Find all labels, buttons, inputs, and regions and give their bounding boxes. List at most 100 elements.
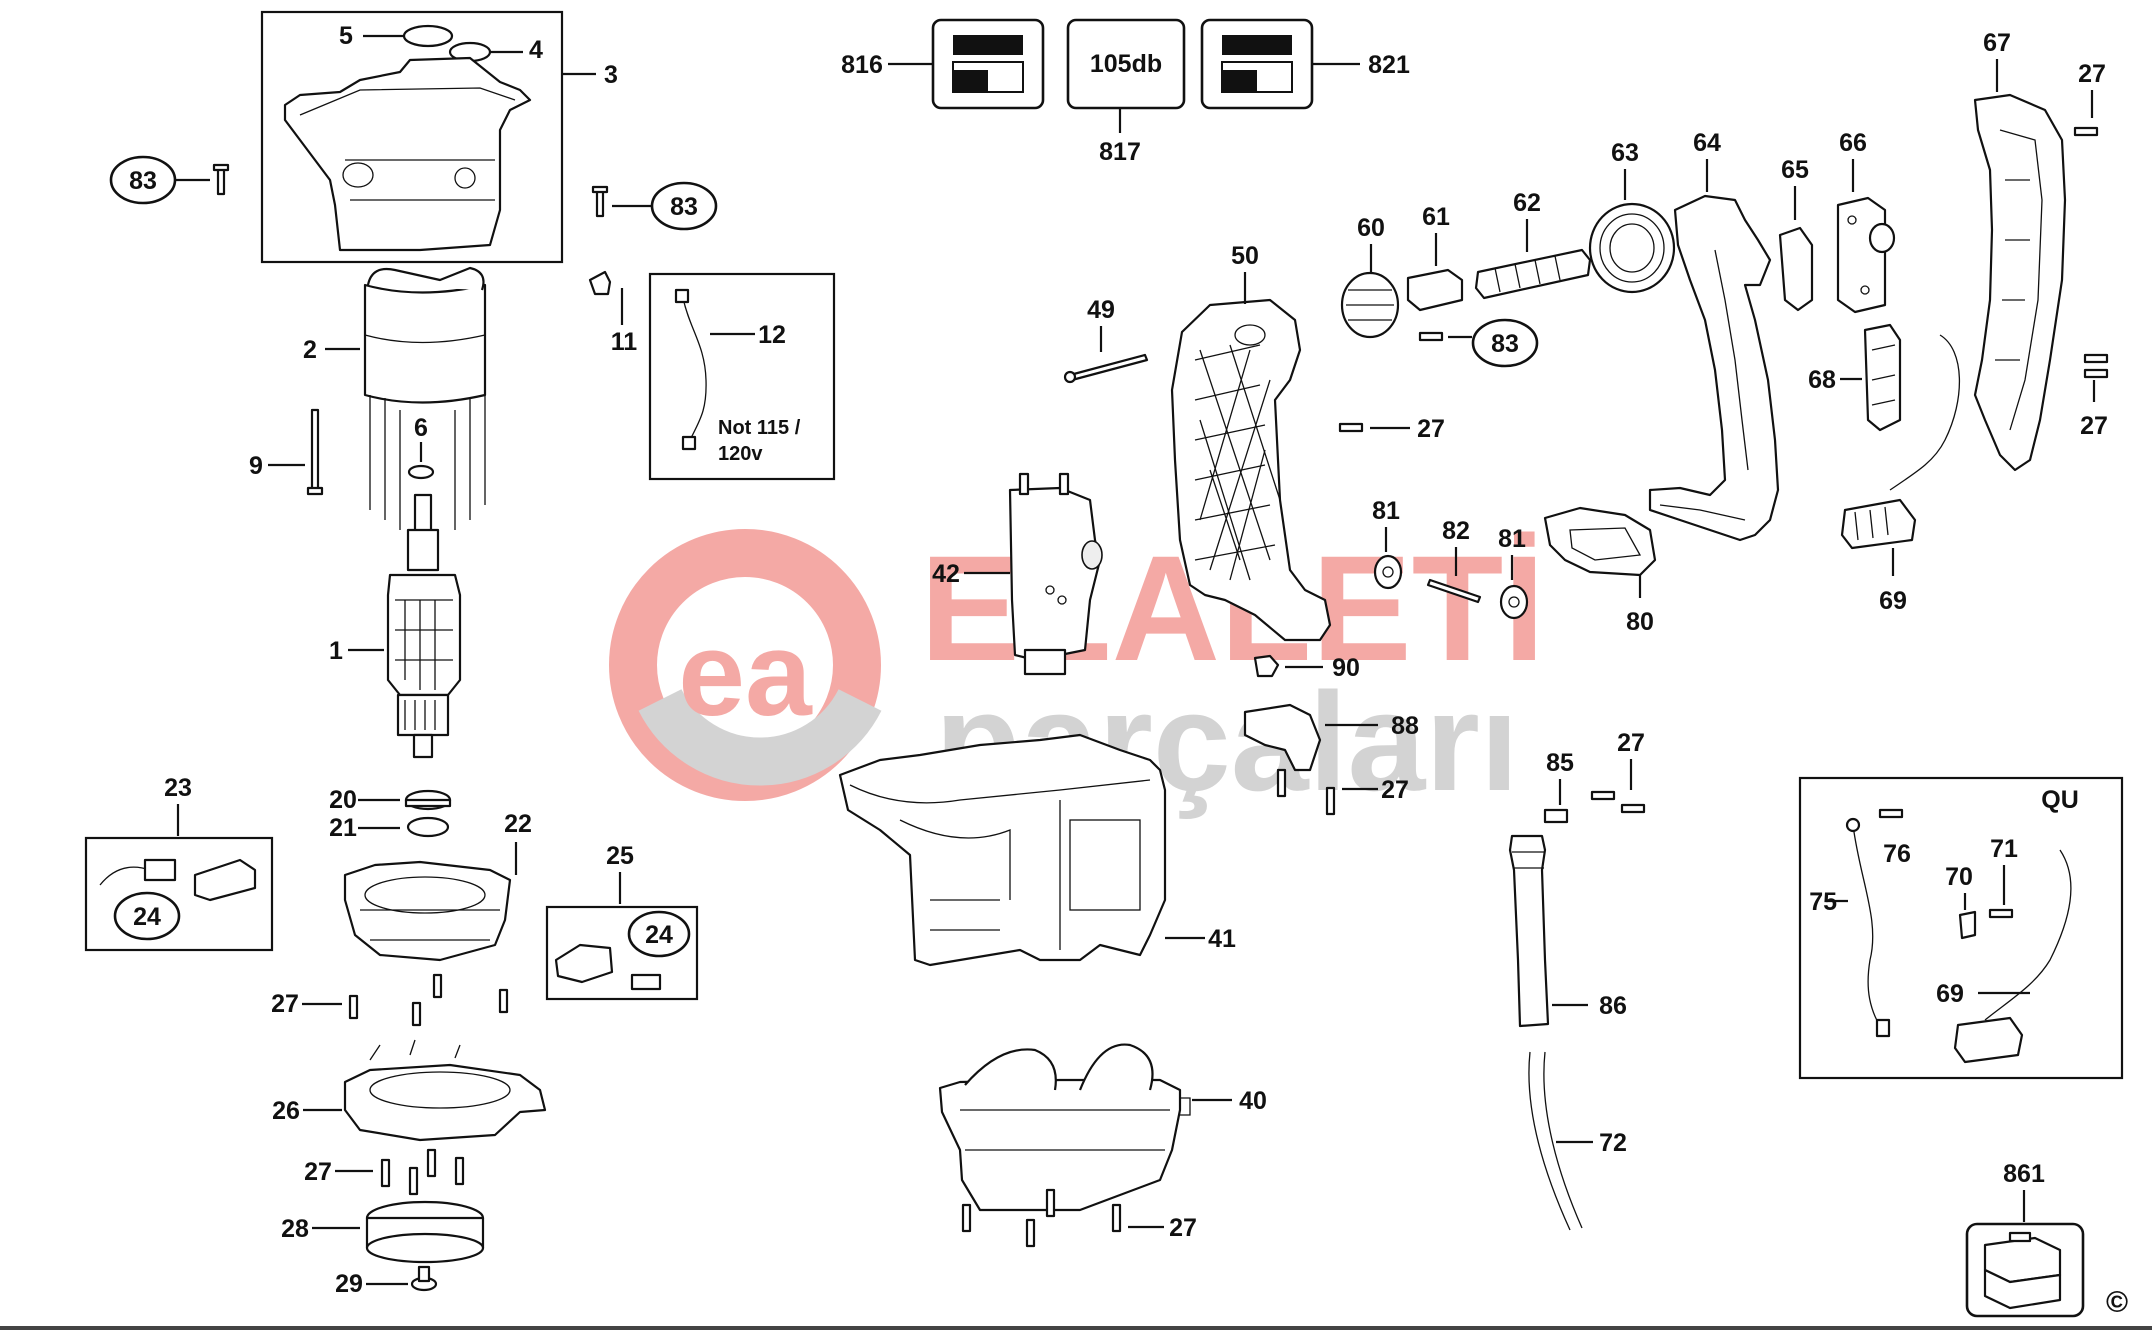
- part-23-box: 23 24: [84, 774, 274, 952]
- part-80-gasket: 80: [1543, 506, 1657, 636]
- screws-27-center: 27: [1276, 768, 1409, 816]
- label-72: 72: [1599, 1129, 1627, 1157]
- copyright-symbol: ©: [2106, 1286, 2128, 1319]
- part-9-bolt: 9: [249, 408, 324, 496]
- part-41-gear-housing: 41: [838, 733, 1236, 967]
- label-27: 27: [1417, 415, 1445, 443]
- label-42: 42: [932, 560, 960, 588]
- label-83: 83: [1491, 330, 1519, 358]
- label-22: 22: [504, 810, 532, 838]
- label-29: 29: [335, 1270, 363, 1298]
- part-66-switch: 66: [1836, 129, 1896, 314]
- label-6: 6: [414, 414, 428, 442]
- part-69-wiring: 69: [1840, 334, 1961, 615]
- callout-83-mid: 83: [591, 181, 718, 231]
- label-28: 28: [281, 1215, 309, 1243]
- screws-27-bottom-center: 27: [961, 1188, 1197, 1248]
- label-27: 27: [2080, 412, 2108, 440]
- label-12: 12: [758, 321, 786, 349]
- label-82: 82: [1442, 517, 1470, 545]
- part-26: 26: [272, 1039, 547, 1142]
- label-68: 68: [1808, 366, 1836, 394]
- label-69: 69: [1879, 587, 1907, 615]
- label-27: 27: [271, 990, 299, 1018]
- qu-variant-box: QU 75 76 70 71 69: [1798, 776, 2124, 1080]
- qu-label: QU: [2041, 786, 2079, 814]
- note-not-115: Not 115 /: [718, 417, 801, 439]
- part-50-housing: 50: [1170, 242, 1332, 642]
- part-49: 49: [1063, 296, 1149, 384]
- label-75: 75: [1809, 888, 1837, 916]
- screws-27-right: 27 27: [2073, 60, 2109, 440]
- label-861: 861: [2003, 1160, 2045, 1188]
- label-23: 23: [164, 774, 192, 802]
- watermark-logo-text: ea: [678, 607, 813, 741]
- label-41: 41: [1208, 925, 1236, 953]
- label-63: 63: [1611, 139, 1639, 167]
- label-80: 80: [1626, 608, 1654, 636]
- part-1-armature: 1: [329, 493, 462, 759]
- part-65: 65: [1778, 156, 1814, 312]
- label-5: 5: [339, 22, 353, 50]
- label-66: 66: [1839, 129, 1867, 157]
- label-61: 61: [1422, 203, 1450, 231]
- part-11: 11: [588, 270, 637, 356]
- label-27: 27: [1617, 729, 1645, 757]
- parts-81-82: 81 82 81: [1372, 497, 1529, 620]
- label-27: 27: [2078, 60, 2106, 88]
- label-3: 3: [604, 61, 618, 89]
- part-64-handle: 64: [1648, 129, 1780, 542]
- label-816: 816: [841, 51, 883, 79]
- label-26: 26: [272, 1097, 300, 1125]
- label-1: 1: [329, 637, 343, 665]
- label-69: 69: [1936, 980, 1964, 1008]
- part-90: 90: [1253, 654, 1360, 682]
- part-67-rear-handle: 67: [1973, 29, 2067, 472]
- label-27: 27: [1169, 1214, 1197, 1242]
- part-85-screw: 85: [1543, 749, 1574, 824]
- part-61: 61: [1406, 203, 1464, 312]
- watermark-gear-icon: [609, 529, 882, 801]
- decibel-label: 105db: [1090, 50, 1162, 78]
- label-65: 65: [1781, 156, 1809, 184]
- callout-83-left: 83: [109, 155, 230, 205]
- screws-27-cord: 27: [1590, 729, 1646, 814]
- label-821: 821: [1368, 51, 1410, 79]
- part-25-box: 25 24: [545, 842, 699, 1001]
- label-70: 70: [1945, 863, 1973, 891]
- part-86-cord-guard: 86: [1508, 834, 1627, 1028]
- part-28: 28: [281, 1200, 485, 1264]
- label-4: 4: [529, 36, 543, 64]
- label-24: 24: [133, 903, 161, 931]
- label-27: 27: [1381, 776, 1409, 804]
- part-88: 88: [1243, 703, 1419, 772]
- label-817: 817: [1099, 138, 1141, 166]
- label-85: 85: [1546, 749, 1574, 777]
- label-816-box: 816: [841, 18, 1045, 110]
- label-50: 50: [1231, 242, 1259, 270]
- label-67: 67: [1983, 29, 2011, 57]
- label-817-box: 105db 817: [1066, 18, 1186, 166]
- label-81: 81: [1498, 525, 1526, 553]
- screw-27-mid: 27: [1338, 415, 1445, 443]
- part-68: 68: [1808, 323, 1902, 432]
- label-76: 76: [1883, 840, 1911, 868]
- label-27: 27: [304, 1158, 332, 1186]
- label-21: 21: [329, 814, 357, 842]
- label-821-box: 821: [1200, 18, 1410, 110]
- part-40-gear-cover: 40: [938, 1043, 1267, 1212]
- label-90: 90: [1332, 654, 1360, 682]
- label-20: 20: [329, 786, 357, 814]
- parts-20-21: 20 21: [329, 786, 452, 842]
- label-60: 60: [1357, 214, 1385, 242]
- screw-83-right: 83: [1418, 318, 1539, 368]
- part-63-boot: 63: [1588, 139, 1676, 294]
- label-83: 83: [129, 167, 157, 195]
- part-861-case: 861: [1965, 1160, 2085, 1318]
- label-2: 2: [303, 336, 317, 364]
- label-49: 49: [1087, 296, 1115, 324]
- label-88: 88: [1391, 712, 1419, 740]
- label-25: 25: [606, 842, 634, 870]
- label-62: 62: [1513, 189, 1541, 217]
